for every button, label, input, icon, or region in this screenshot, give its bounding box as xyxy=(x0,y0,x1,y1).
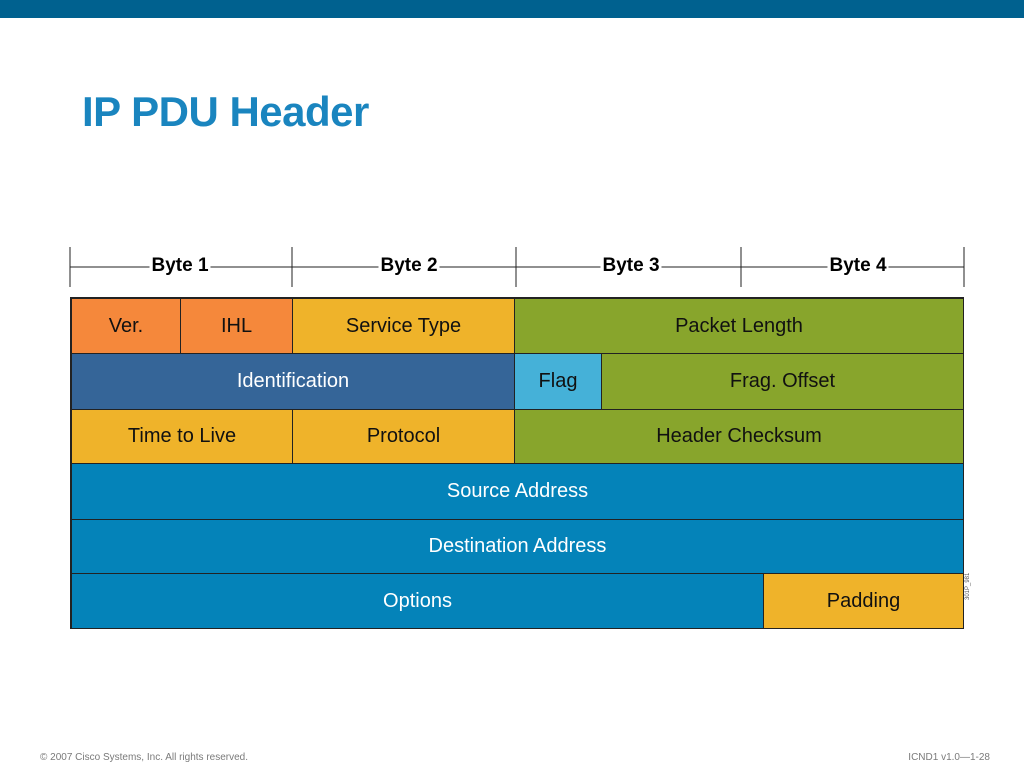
field-time-to-live: Time to Live xyxy=(71,409,293,464)
field-options: Options xyxy=(71,573,764,629)
ip-header-diagram: Ver. IHL Service Type Packet Length Iden… xyxy=(70,297,964,629)
field-source-address: Source Address xyxy=(71,463,964,520)
field-protocol: Protocol xyxy=(292,409,515,464)
field-packet-length: Packet Length xyxy=(514,298,964,354)
field-version: Ver. xyxy=(71,298,181,354)
field-destination-address: Destination Address xyxy=(71,519,964,574)
top-bar xyxy=(0,0,1024,18)
field-ihl: IHL xyxy=(180,298,293,354)
field-flag: Flag xyxy=(514,353,602,410)
byte-scale xyxy=(69,247,965,287)
byte-3-label: Byte 3 xyxy=(600,255,662,277)
copyright-footer: © 2007 Cisco Systems, Inc. All rights re… xyxy=(40,752,249,763)
field-header-checksum: Header Checksum xyxy=(514,409,964,464)
byte-4-label: Byte 4 xyxy=(827,255,889,277)
byte-2-label: Byte 2 xyxy=(378,255,440,277)
slide-title: IP PDU Header xyxy=(82,88,369,135)
field-frag-offset: Frag. Offset xyxy=(601,353,964,410)
field-padding: Padding xyxy=(763,573,964,629)
figure-id: 301P_981 xyxy=(965,572,971,600)
field-service-type: Service Type xyxy=(292,298,515,354)
field-identification: Identification xyxy=(71,353,515,410)
course-footer: ICND1 v1.0—1-28 xyxy=(908,752,990,763)
byte-1-label: Byte 1 xyxy=(149,255,211,277)
